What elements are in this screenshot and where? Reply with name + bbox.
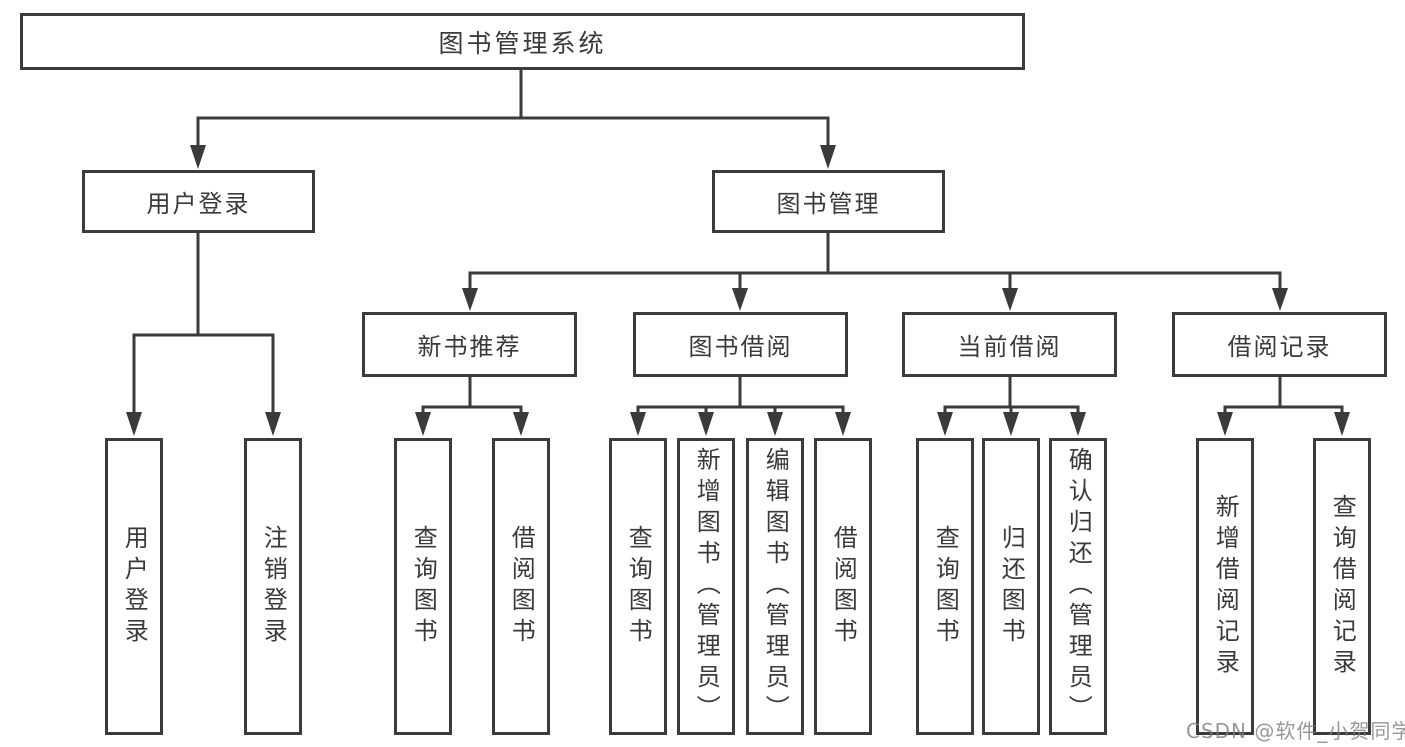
- leaf-edit-books-admin: 编辑图书（管理员）: [746, 438, 804, 735]
- leaf-confirm-return-admin: 确认归还（管理员）: [1049, 438, 1107, 735]
- connector-root-to-level2: [196, 70, 830, 147]
- leaf-label: 查询借阅记录: [1328, 493, 1357, 680]
- leaf-query-books: 查询图书: [609, 438, 667, 735]
- node-book-borrow: 图书借阅: [633, 312, 848, 377]
- connector-level3-to-leaves: [421, 377, 1344, 414]
- leaf-query-books-recommend: 查询图书: [394, 438, 452, 735]
- leaf-label: 编辑图书（管理员）: [761, 447, 790, 726]
- node-new-book-recommend: 新书推荐: [362, 312, 577, 377]
- leaf-logout: 注销登录: [244, 438, 302, 735]
- leaf-query-borrow-record: 查询借阅记录: [1313, 438, 1371, 735]
- leaf-user-login: 用户登录: [105, 438, 163, 735]
- leaf-label: 查询图书: [624, 524, 653, 649]
- arrowheads: [126, 145, 1350, 436]
- node-root: 图书管理系统: [20, 13, 1025, 70]
- connector-userlogin-to-leaves: [132, 233, 275, 414]
- leaf-label: 归还图书: [997, 524, 1026, 649]
- leaf-label: 注销登录: [259, 524, 288, 649]
- leaf-borrow-books: 借阅图书: [814, 438, 872, 735]
- leaf-label: 用户登录: [120, 524, 149, 649]
- node-user-login: 用户登录: [82, 170, 315, 233]
- leaf-label: 新增借阅记录: [1211, 493, 1240, 680]
- leaf-return-books: 归还图书: [982, 438, 1040, 735]
- connector-bookmgmt-to-level3: [468, 233, 1282, 290]
- node-borrow-records: 借阅记录: [1172, 312, 1387, 377]
- node-book-management: 图书管理: [712, 170, 945, 233]
- leaf-query-books-current: 查询图书: [916, 438, 974, 735]
- leaf-label: 新增图书（管理员）: [692, 447, 721, 726]
- csdn-watermark: CSDN @软件_小贺同学: [1186, 719, 1405, 743]
- node-current-borrow: 当前借阅: [902, 312, 1117, 377]
- leaf-label: 查询图书: [409, 524, 438, 649]
- leaf-label: 借阅图书: [507, 524, 536, 649]
- leaf-label: 确认归还（管理员）: [1064, 447, 1093, 726]
- leaf-label: 查询图书: [931, 524, 960, 649]
- leaf-label: 借阅图书: [829, 524, 858, 649]
- leaf-add-books-admin: 新增图书（管理员）: [677, 438, 735, 735]
- leaf-borrow-books-recommend: 借阅图书: [492, 438, 550, 735]
- leaf-add-borrow-record: 新增借阅记录: [1196, 438, 1254, 735]
